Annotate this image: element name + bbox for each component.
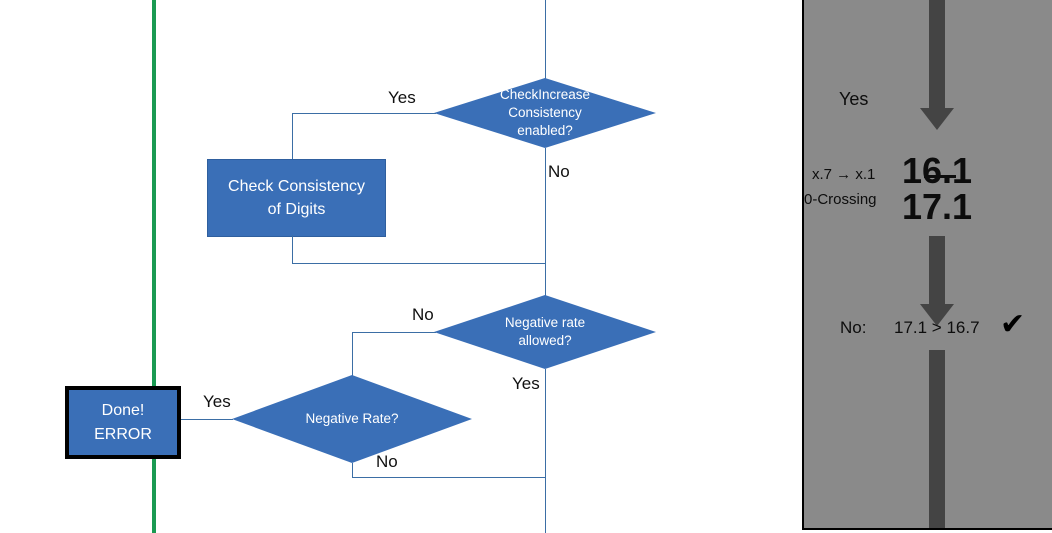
panel-arrow-head-middle-icon <box>920 304 954 326</box>
node-check-increase-label: CheckIncrease Consistency enabled? <box>499 87 591 138</box>
panel-arrow-head-top-icon <box>920 108 954 130</box>
connector-checkincrease-yes-v <box>292 113 293 161</box>
node-done-error[interactable]: Done! ERROR <box>65 386 181 459</box>
connector-checkincrease-no <box>545 148 546 296</box>
connector-negallowed-no-v <box>352 332 353 376</box>
node-check-consistency-label: Check Consistency of Digits <box>228 178 365 218</box>
panel-value-struck: 16.1 <box>902 150 973 191</box>
connector-negrate-no-h <box>352 477 546 478</box>
node-negative-rate-label: Negative Rate? <box>305 411 399 426</box>
panel-result-prefix: No: <box>840 318 867 337</box>
panel-arrow-shaft-top <box>929 0 945 108</box>
node-done-error-label: Done! ERROR <box>94 401 152 443</box>
edge-label-checkincrease-yes: Yes <box>388 88 416 107</box>
panel-value-strikethrough <box>924 175 956 178</box>
panel-arrow-shaft-bottom <box>929 350 945 528</box>
edge-label-negallowed-no: No <box>412 305 434 324</box>
connector-trunk-top <box>545 0 546 80</box>
panel-check-icon: ✔ <box>1000 307 1026 342</box>
connector-negrate-yes <box>173 419 233 420</box>
panel-result-comparison: 17.1 > 16.7 <box>894 318 980 337</box>
node-check-consistency-of-digits[interactable]: Check Consistency of Digits <box>207 159 386 237</box>
node-negative-rate-allowed-label: Negative rate allowed? <box>504 315 586 348</box>
panel-zero-crossing-label: 0-Crossing <box>804 191 877 208</box>
green-divider-line <box>152 0 156 533</box>
connector-negallowed-yes <box>545 369 546 533</box>
panel-yes-label: Yes <box>839 89 869 109</box>
annotation-panel: Yes x.7 → x.1 0-Crossing 16.1 17.1 No: 1… <box>802 0 1052 530</box>
edge-label-negrate-no: No <box>376 452 398 471</box>
edge-label-checkincrease-no: No <box>548 162 570 181</box>
connector-consistency-out-v <box>292 235 293 263</box>
panel-transition-label: x.7 → x.1 <box>812 166 876 183</box>
node-negative-rate[interactable]: Negative Rate? <box>232 375 472 463</box>
connector-negallowed-no-h <box>352 332 436 333</box>
node-check-increase-consistency[interactable]: CheckIncrease Consistency enabled? <box>434 78 656 148</box>
connector-consistency-out-h <box>292 263 546 264</box>
node-negative-rate-allowed[interactable]: Negative rate allowed? <box>434 295 656 369</box>
panel-arrow-shaft-middle <box>929 236 945 304</box>
edge-label-negrate-yes: Yes <box>203 392 231 411</box>
connector-checkincrease-yes-h <box>292 113 436 114</box>
edge-label-negallowed-yes: Yes <box>512 374 540 393</box>
connector-negrate-no-v <box>352 463 353 477</box>
panel-value-current: 17.1 <box>902 186 973 227</box>
